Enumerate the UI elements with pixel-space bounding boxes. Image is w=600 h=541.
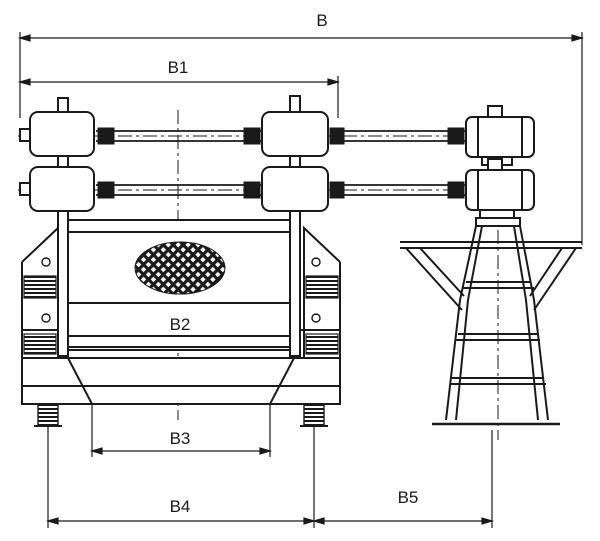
label-b: B	[316, 11, 327, 30]
dimension-lines	[17, 32, 585, 528]
side-springs	[23, 275, 339, 355]
shaft-couplings	[97, 127, 465, 199]
shafts	[96, 130, 466, 196]
drive-motors	[465, 105, 535, 223]
bearing-housings	[19, 111, 329, 212]
dimension-labels: B B1 B2 B3 B4 B5	[168, 11, 419, 516]
support-springs	[34, 404, 328, 427]
label-b1: B1	[168, 58, 189, 77]
label-b2: B2	[170, 315, 191, 334]
motor-stand	[400, 217, 582, 426]
label-b5: B5	[398, 488, 419, 507]
uprights	[57, 95, 301, 357]
screen-mesh	[134, 241, 226, 295]
side-bolts	[41, 257, 321, 323]
label-b3: B3	[170, 429, 191, 448]
label-b4: B4	[170, 497, 191, 516]
